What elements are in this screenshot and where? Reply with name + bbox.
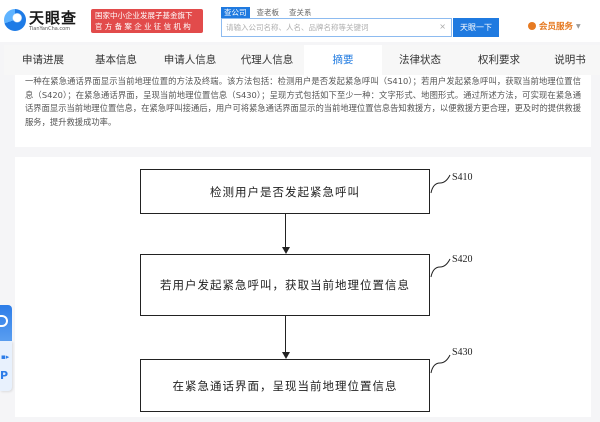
step-label-s430: S430 bbox=[452, 347, 473, 358]
app-label: P bbox=[0, 369, 9, 382]
logo-subtitle: TianYanCha.com bbox=[29, 26, 71, 32]
leader-line-icon bbox=[430, 174, 451, 194]
tab-description[interactable]: 说明书 bbox=[554, 54, 586, 66]
abstract-figure: 检测用户是否发起紧急呼叫 S410 若用户发起紧急呼叫，获取当前地理位置信息 S… bbox=[15, 157, 591, 417]
abstract-text: 一种在紧急通话界面显示当前地理位置的方法及终端。该方法包括：检测用户是否发起紧急… bbox=[25, 76, 581, 127]
promo-line-2: 官方备案企业征信机构 bbox=[95, 22, 193, 31]
search-box: × bbox=[221, 18, 452, 37]
arrow-down-icon bbox=[281, 247, 290, 254]
search-tab-boss[interactable]: 查老板 bbox=[256, 8, 280, 17]
tab-legal-status[interactable]: 法律状态 bbox=[399, 54, 441, 66]
leader-line-icon bbox=[430, 354, 451, 374]
step-label-s420: S420 bbox=[452, 254, 473, 265]
qr-icon: ▪▸ bbox=[1, 353, 10, 361]
flow-step-text: 若用户发起紧急呼叫，获取当前地理位置信息 bbox=[160, 278, 410, 292]
tab-agent-info[interactable]: 代理人信息 bbox=[240, 54, 294, 66]
tab-basic-info[interactable]: 基本信息 bbox=[95, 54, 137, 66]
clear-icon[interactable]: × bbox=[439, 22, 446, 31]
section-tabs: 申请进展 基本信息 申请人信息 代理人信息 摘要 法律状态 权利要求 说明书 bbox=[4, 45, 600, 75]
promo-line-1: 国家中小企业发展子基金旗下 bbox=[95, 11, 193, 20]
chat-icon bbox=[0, 315, 8, 327]
vip-service-menu[interactable]: 会员服务 ▼ bbox=[528, 20, 581, 32]
chevron-down-icon: ▼ bbox=[576, 22, 581, 30]
customer-service-button[interactable] bbox=[0, 305, 12, 341]
flow-step-s430: 在紧急通话界面，呈现当前地理位置信息 bbox=[140, 359, 430, 412]
crown-icon bbox=[528, 22, 536, 30]
app-download-button[interactable]: ▪▸ P bbox=[0, 341, 12, 391]
search-button[interactable]: 天眼一下 bbox=[453, 18, 499, 37]
flow-step-s420: 若用户发起紧急呼叫，获取当前地理位置信息 bbox=[140, 254, 430, 316]
search-tab-company[interactable]: 查公司 bbox=[221, 7, 250, 18]
search-type-tabs: 查公司 查老板 查关系 bbox=[221, 7, 315, 18]
logo[interactable]: 天眼查 TianYanCha.com bbox=[4, 7, 90, 35]
tab-abstract[interactable]: 摘要 bbox=[304, 45, 382, 75]
leader-line-icon bbox=[430, 258, 451, 278]
arrow-down-icon bbox=[281, 352, 290, 359]
abstract-card: 一种在紧急通话界面显示当前地理位置的方法及终端。该方法包括：检测用户是否发起紧急… bbox=[15, 75, 591, 147]
logo-title: 天眼查 bbox=[29, 9, 78, 27]
search-input[interactable] bbox=[226, 19, 426, 36]
flow-step-text: 检测用户是否发起紧急呼叫 bbox=[210, 184, 360, 199]
flow-step-s410: 检测用户是否发起紧急呼叫 bbox=[140, 169, 430, 214]
flow-connector bbox=[285, 316, 286, 353]
tab-claims[interactable]: 权利要求 bbox=[478, 54, 520, 66]
search-tab-relation[interactable]: 查关系 bbox=[289, 8, 312, 17]
tab-applicant-info[interactable]: 申请人信息 bbox=[163, 54, 217, 66]
step-label-s410: S410 bbox=[452, 172, 473, 183]
floating-side-widget: ▪▸ P bbox=[0, 305, 12, 395]
promo-banner[interactable]: 国家中小企业发展子基金旗下 官方备案企业征信机构 bbox=[91, 9, 203, 33]
flow-step-text: 在紧急通话界面，呈现当前地理位置信息 bbox=[172, 378, 398, 393]
vip-label: 会员服务 bbox=[539, 22, 574, 32]
tab-application-progress[interactable]: 申请进展 bbox=[22, 54, 64, 66]
top-header: 天眼查 TianYanCha.com 国家中小企业发展子基金旗下 官方备案企业征… bbox=[0, 0, 600, 42]
flow-connector bbox=[285, 214, 286, 248]
logo-icon bbox=[4, 9, 26, 31]
